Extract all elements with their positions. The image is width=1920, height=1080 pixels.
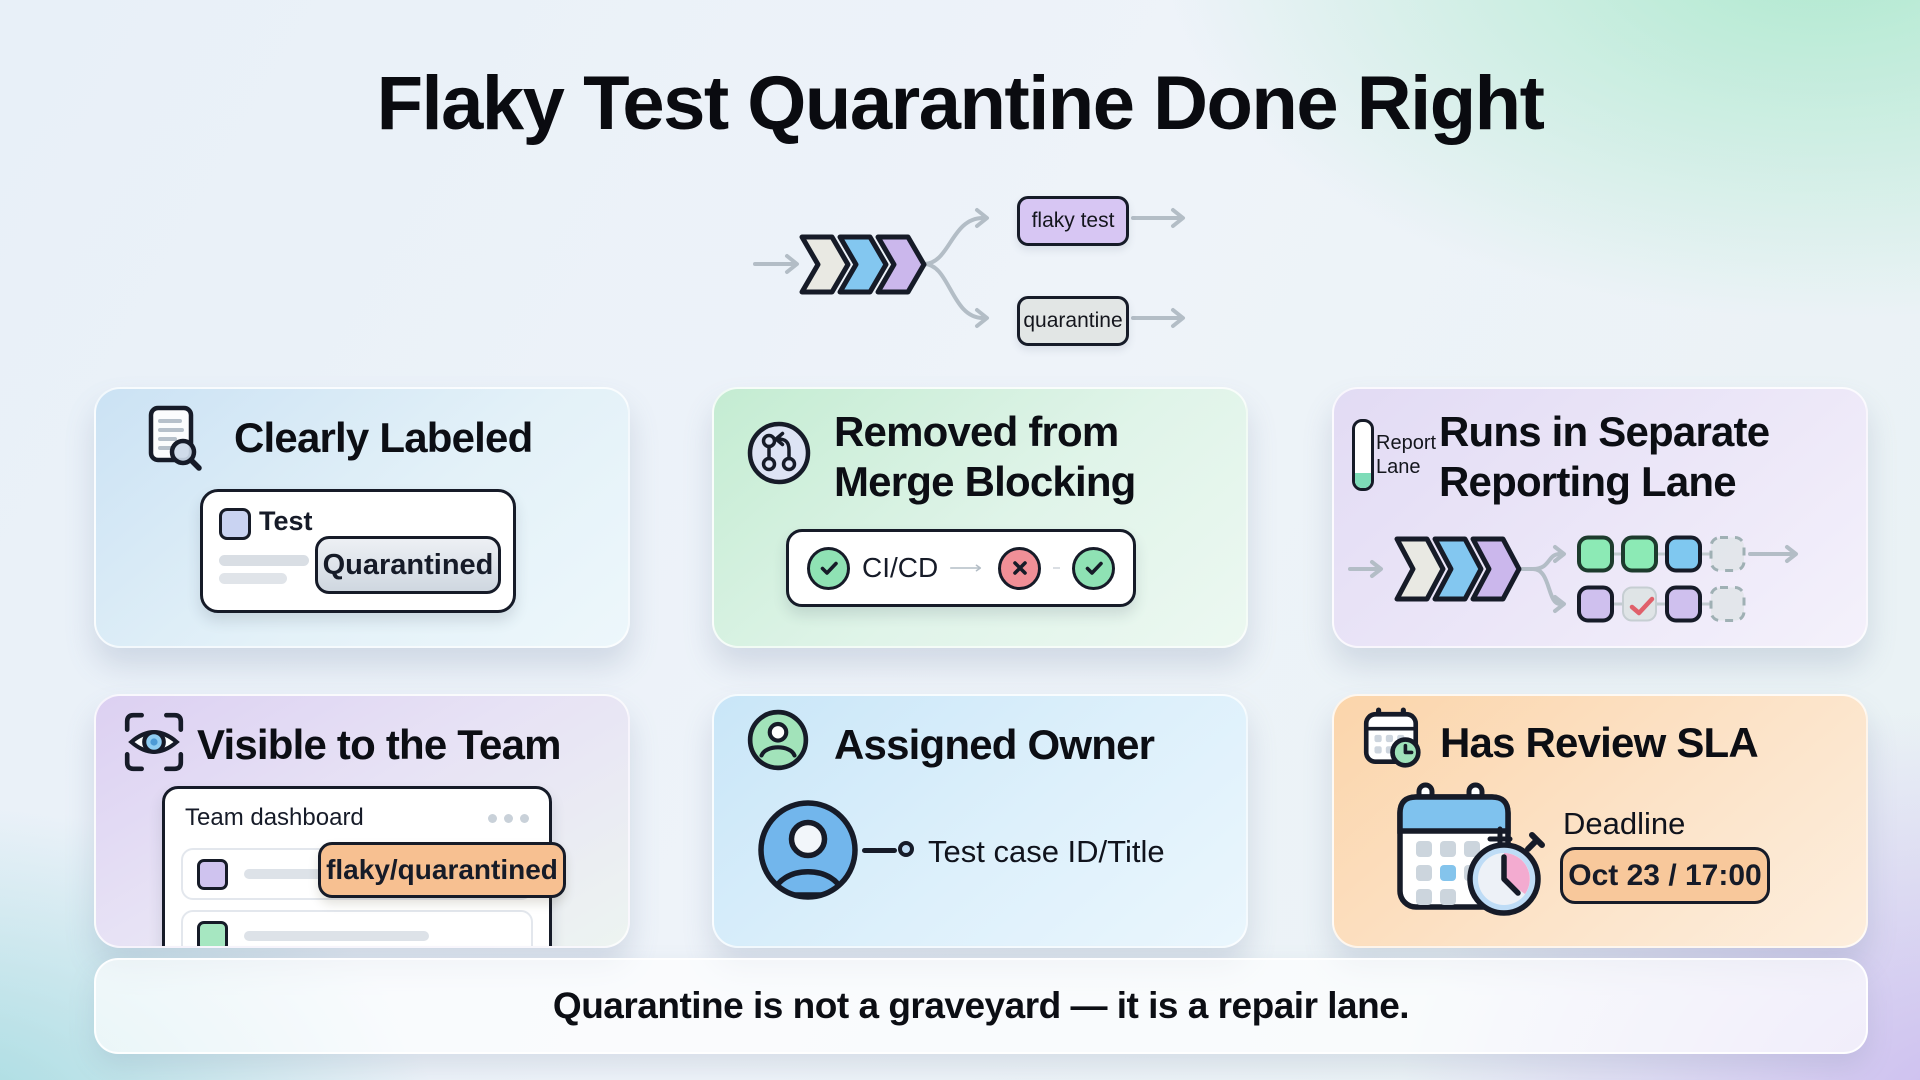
owner-avatar xyxy=(758,800,858,900)
test-checkbox xyxy=(219,508,251,540)
page-title: Flaky Test Quarantine Done Right xyxy=(376,61,1545,146)
main-lane-tests xyxy=(1577,535,1746,573)
card-runs-in-separate-reporting-lane: Report Lane Runs in Separate Reporting L… xyxy=(1332,387,1868,648)
card-visible-to-the-team: Visible to the Team Team dashboard flaky… xyxy=(94,694,630,948)
report-label-line1: Report xyxy=(1376,432,1437,454)
card-title: Clearly Labeled xyxy=(234,414,533,461)
flow-arrow-icon xyxy=(950,564,982,572)
skeleton-line xyxy=(244,931,429,941)
dashboard-title: Team dashboard xyxy=(185,804,364,831)
chevron-blue xyxy=(837,234,889,295)
pipeline-chevrons xyxy=(799,234,927,295)
test-item-mock: Test Quarantined xyxy=(200,489,516,613)
cicd-label: CI/CD xyxy=(862,552,939,583)
check-pass-icon xyxy=(1072,546,1115,590)
green-checkbox xyxy=(197,920,228,946)
git-branch-revert-icon xyxy=(747,421,811,485)
report-label-line2: Lane xyxy=(1376,456,1421,478)
calendar-clock-icon xyxy=(1363,707,1421,768)
connector-dot-icon xyxy=(898,841,914,857)
card-has-review-sla: Has Review SLA Deadline Oct 23 / 17:00 xyxy=(1332,694,1868,948)
check-pass-icon xyxy=(807,546,850,590)
connector-line xyxy=(862,848,897,853)
pipeline-flow-diagram xyxy=(753,208,1185,328)
eye-scan-icon xyxy=(124,712,184,772)
card-title-line1: Runs in Separate xyxy=(1439,408,1770,455)
skeleton-line xyxy=(219,555,309,566)
flaky-quarantined-tag: flaky/quarantined xyxy=(318,842,566,898)
purple-checkbox xyxy=(197,858,228,890)
card-title-line1: Removed from xyxy=(834,408,1119,455)
card-title: Visible to the Team xyxy=(197,721,561,768)
clock-hands xyxy=(1501,854,1521,896)
deadline-label: Deadline xyxy=(1563,806,1686,841)
document-search-icon xyxy=(148,405,202,471)
lane-pipeline-chevrons xyxy=(1394,536,1522,602)
card-removed-from-merge-blocking: Removed from Merge Blocking CI/CD xyxy=(712,387,1248,648)
flaky-test-node: flaky test xyxy=(1017,196,1129,246)
reporting-lane-diagram xyxy=(1348,535,1798,623)
ellipsis-menu-icon xyxy=(488,813,529,823)
card-title: Assigned Owner xyxy=(834,721,1155,768)
red-check-icon xyxy=(1629,596,1655,616)
quarantine-lane-tests xyxy=(1577,585,1746,623)
footer-message-banner: Quarantine is not a graveyard — it is a … xyxy=(94,958,1868,1054)
cicd-pipeline-mock: CI/CD xyxy=(786,529,1136,607)
chevron-white xyxy=(799,234,851,295)
footer-message: Quarantine is not a graveyard — it is a … xyxy=(552,985,1410,1026)
quarantine-node: quarantine xyxy=(1017,296,1129,346)
skeleton-line xyxy=(219,573,287,584)
card-clearly-labeled: Clearly Labeled Test Quarantined xyxy=(94,387,630,648)
connector-line xyxy=(1053,567,1060,569)
person-circle-icon xyxy=(747,709,809,771)
card-assigned-owner: Assigned Owner Test case ID/Title xyxy=(712,694,1248,948)
test-case-label: Test case ID/Title xyxy=(928,834,1165,869)
card-title: Has Review SLA xyxy=(1440,719,1759,766)
card-title-line2: Merge Blocking xyxy=(834,458,1136,505)
calendar-stopwatch-illustration xyxy=(1397,782,1545,916)
lane-arrows xyxy=(1348,545,1798,613)
chevron-purple xyxy=(875,234,927,295)
deadline-value-badge: Oct 23 / 17:00 xyxy=(1560,847,1770,904)
report-lane-gauge-icon xyxy=(1352,419,1374,491)
x-fail-icon xyxy=(998,546,1041,590)
stopwatch-crown xyxy=(1525,832,1545,852)
quarantined-badge: Quarantined xyxy=(315,536,501,594)
dashboard-row xyxy=(181,910,533,946)
test-label: Test xyxy=(259,506,313,536)
flow-arrows xyxy=(753,208,1185,328)
report-lane-label: Report Lane xyxy=(1376,431,1436,479)
gauge-fill xyxy=(1355,473,1371,488)
card-title-line2: Reporting Lane xyxy=(1439,458,1737,505)
